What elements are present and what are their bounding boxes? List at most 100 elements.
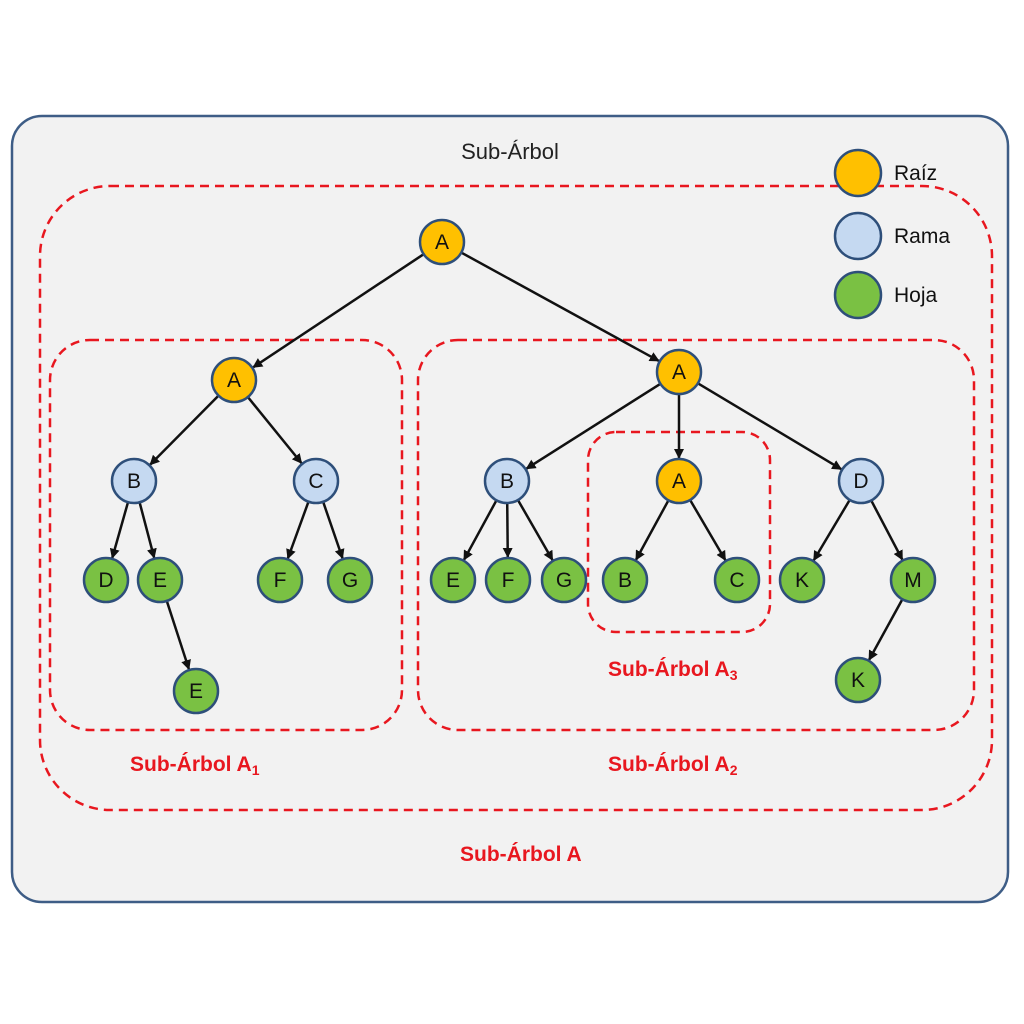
legend-root-label: Raíz [894,162,937,185]
edge-r-m-to-r-k2 [867,598,904,661]
node-circle [210,356,258,404]
nodes: A A B C D E E F G A B A D E F G B C K M K [82,218,937,715]
node-circle [655,457,703,505]
subtree-a3-label: Sub-Árbol A3 [608,658,738,683]
edge-r-b-to-r-g [516,499,554,561]
node-circle [256,556,304,604]
edge-r-a-to-r-d [697,382,843,471]
subtree-a2-region [416,338,976,732]
node-circle [713,556,761,604]
node-top: A [418,218,466,266]
node-circle [429,556,477,604]
node-circle [655,348,703,396]
node-circle [418,218,466,266]
node-circle [837,457,885,505]
node-r-b: B [483,457,531,505]
edge-r-b-to-r-f [502,502,513,559]
node-label: B [127,470,141,493]
node-r-a3: A [655,457,703,505]
edge-l-c-to-l-g [321,501,345,560]
node-circle [484,556,532,604]
edge-r-d-to-r-k [812,499,851,562]
node-circle [778,556,826,604]
edge-l-b-to-l-e [138,501,157,559]
node-label: E [446,569,460,592]
node-circle [834,656,882,704]
legend-branch-label: Rama [894,225,950,248]
node-label: K [851,669,865,692]
edge-l-e-to-l-e2 [165,600,191,671]
edge-l-c-to-l-f [286,501,310,560]
edge-r-a3-to-r3-b [634,499,670,561]
node-r-f: F [484,556,532,604]
edge-top-to-l-a [252,253,425,369]
node-label: F [274,569,287,592]
node-circle [326,556,374,604]
node-label: D [98,569,113,592]
node-label: A [435,231,449,254]
node-r-k: K [778,556,826,604]
edge-top-to-r-a [460,251,660,363]
node-l-g: G [326,556,374,604]
edge-r-a3-to-r3-c [689,499,727,562]
outer-frame [10,114,1010,904]
node-r-d: D [837,457,885,505]
node-r-k2: K [834,656,882,704]
node-label: E [189,680,203,703]
node-label: B [618,569,632,592]
frame-title: Sub-Árbol [461,139,559,164]
legend-leaf-swatch [833,270,883,320]
subtree-a2-label: Sub-Árbol A2 [608,753,738,778]
legend-branch-swatch [833,211,883,261]
edge-r-a-to-r-b [525,382,662,470]
node-circle [483,457,531,505]
edge-r-b-to-r-e [462,499,498,561]
subtree-a1-region [48,338,404,732]
node-label: G [556,569,572,592]
edge-l-a-to-l-b [149,394,220,466]
node-label: F [502,569,515,592]
node-circle [292,457,340,505]
node-r3-c: C [713,556,761,604]
node-r-m: M [889,556,937,604]
node-l-f: F [256,556,304,604]
node-label: M [904,569,922,592]
legend-root-swatch [833,148,883,198]
legend-leaf-label: Hoja [894,284,938,307]
node-r3-b: B [601,556,649,604]
node-circle [889,556,937,604]
node-l-c: C [292,457,340,505]
legend: Raíz Rama Hoja [833,148,950,320]
node-r-g: G [540,556,588,604]
node-label: E [153,569,167,592]
edge-l-b-to-l-d [109,501,130,559]
node-circle [110,457,158,505]
node-l-e: E [136,556,184,604]
edge-r-d-to-r-m [870,499,904,561]
node-l-e2: E [172,667,220,715]
node-label: C [308,470,323,493]
node-circle [136,556,184,604]
node-l-d: D [82,556,130,604]
node-circle [601,556,649,604]
node-l-a: A [210,356,258,404]
node-circle [540,556,588,604]
node-label: G [342,569,358,592]
node-label: A [672,361,686,384]
node-l-b: B [110,457,158,505]
node-r-e: E [429,556,477,604]
node-label: D [853,470,868,493]
node-circle [82,556,130,604]
node-label: B [500,470,514,493]
node-r-a: A [655,348,703,396]
node-label: K [795,569,809,592]
edge-l-a-to-l-c [246,396,303,464]
subtree-a-region [38,184,994,812]
edges [109,251,904,671]
subtree-a1-label: Sub-Árbol A1 [130,753,260,778]
node-label: A [227,369,241,392]
node-circle [172,667,220,715]
node-label: C [729,569,744,592]
subtree-a-label: Sub-Árbol A [460,843,582,866]
